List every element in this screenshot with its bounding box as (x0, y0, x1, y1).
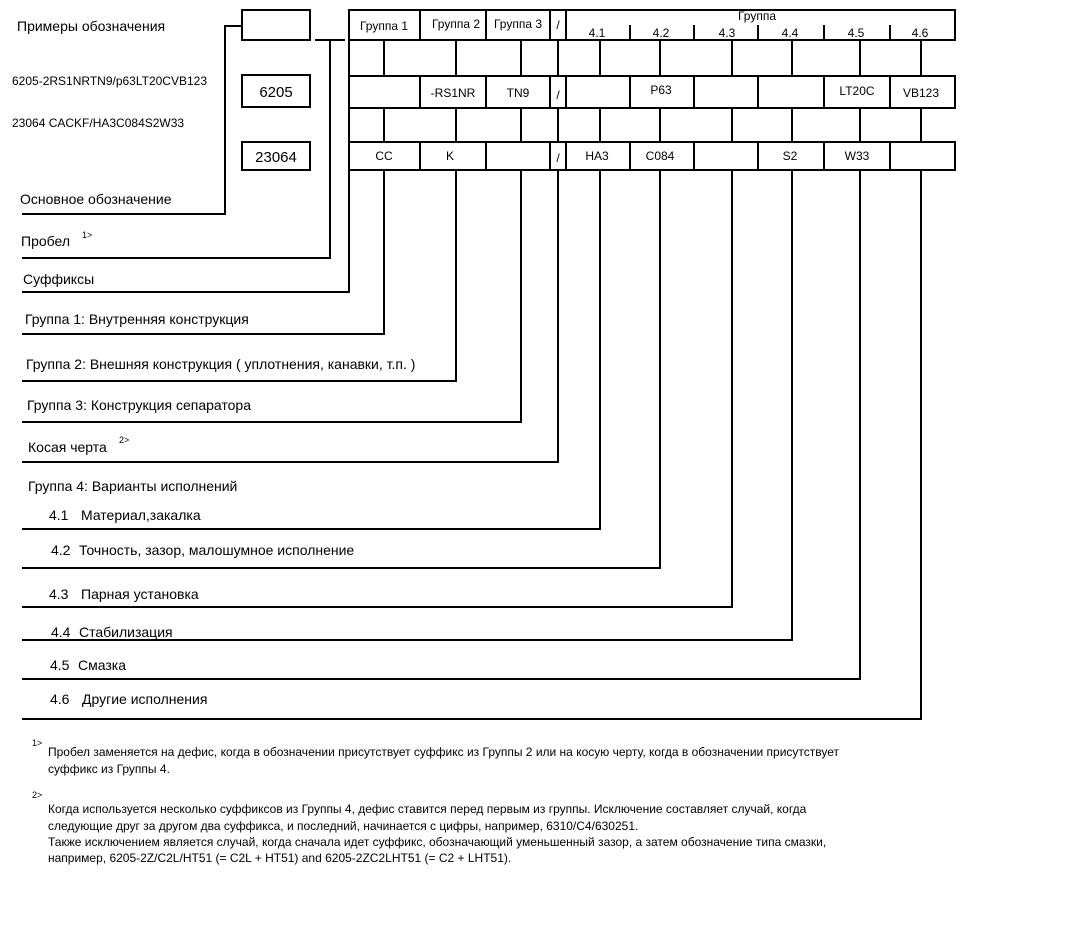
legend-g44-num: 4.4 (51, 624, 71, 640)
footnote-2-mark: 2> (32, 790, 42, 800)
legend-g45-num: 4.5 (50, 657, 70, 673)
leader-g43 (22, 170, 733, 608)
row1-group3: TN9 (507, 86, 530, 100)
row1-slash: / (556, 88, 560, 102)
header-group1: Группа 1 (360, 19, 408, 33)
row2-group2: K (446, 149, 454, 163)
row1-g46: VB123 (903, 86, 939, 100)
basic-box-2 (241, 141, 311, 171)
legend-g43: Парная установка (81, 586, 199, 602)
legend-basic: Основное обозначение (20, 191, 172, 207)
header-group4: Группа (738, 9, 776, 23)
header-group2: Группа 2 (432, 17, 480, 31)
leader-g46 (22, 170, 922, 720)
leader-suffixes (22, 40, 350, 293)
legend-g41-num: 4.1 (49, 507, 69, 523)
example-2: 23064 CACKF/HA3C084S2W33 (12, 116, 184, 130)
leader-g41 (22, 170, 601, 530)
legend-g42: Точность, зазор, малошумное исполнение (79, 542, 354, 558)
examples-title: Примеры обозначения (17, 18, 165, 34)
basic-box-header (241, 9, 311, 41)
legend-suffixes: Суффиксы (23, 271, 94, 287)
footnote-2-line3: Также исключением является случай, когда… (48, 835, 826, 849)
legend-group3: Группа 3: Конструкция сепаратора (27, 397, 251, 413)
legend-g43-num: 4.3 (49, 586, 69, 602)
leader-group3 (22, 170, 522, 423)
leader-space (22, 40, 331, 259)
basic-box-1 (241, 74, 311, 108)
footnote-2-line2: следующие друг за другом два суффикса, и… (48, 819, 638, 833)
example-1: 6205-2RS1NRTN9/р63LT20CVB123 (12, 74, 207, 88)
header-g42: 4.2 (653, 26, 670, 40)
row2-slash: / (556, 151, 560, 165)
leader-g42 (22, 170, 661, 569)
legend-group1: Группа 1: Внутренняя конструкция (25, 311, 249, 327)
footnote-1-line1: Пробел заменяется на дефис, когда в обоз… (48, 745, 840, 759)
leader-g44 (22, 170, 793, 641)
diagram-lines (22, 9, 956, 720)
legend-group2: Группа 2: Внешняя конструкция ( уплотнен… (26, 356, 415, 372)
legend-g46: Другие исполнения (82, 691, 207, 707)
header-g41: 4.1 (589, 26, 606, 40)
legend-group4: Группа 4: Варианты исполнений (28, 478, 237, 494)
header-g46: 4.6 (912, 26, 929, 40)
leader-group1 (22, 170, 385, 335)
header-row (348, 9, 956, 41)
row2-g42: C084 (646, 149, 675, 163)
row2-g44: S2 (783, 149, 798, 163)
header-group3: Группа 3 (494, 17, 542, 31)
footnote-1-mark: 1> (32, 738, 42, 748)
leader-g45 (22, 170, 861, 680)
legend-slash-note: 2> (119, 435, 129, 445)
row1-g42: P63 (650, 83, 672, 97)
row1-g45: LT20C (839, 84, 874, 98)
row1-group2: -RS1NR (431, 86, 476, 100)
legend-g44: Стабилизация (79, 624, 173, 640)
legend-g42-num: 4.2 (51, 542, 71, 558)
basic-value-1: 6205 (259, 84, 292, 101)
header-g44: 4.4 (782, 26, 799, 40)
legend-g45: Смазка (78, 657, 126, 673)
header-slash: / (556, 18, 560, 32)
leader-group2 (22, 170, 457, 382)
leader-basic (22, 25, 242, 215)
legend-space: Пробел (21, 233, 70, 249)
footnote-2-line4: например, 6205-2Z/C2L/HT51 (= C2L + HT51… (48, 851, 511, 865)
row2-g45: W33 (845, 149, 870, 163)
header-g43: 4.3 (719, 26, 736, 40)
basic-value-2: 23064 (255, 149, 297, 166)
footnote-1-line2: суффикс из Группы 4. (48, 762, 170, 776)
legend-g41: Материал,закалка (81, 507, 201, 523)
legend-slash: Косая черта (28, 439, 107, 455)
row2-g41: HA3 (585, 149, 609, 163)
legend-g46-num: 4.6 (50, 691, 70, 707)
leader-slash (22, 170, 559, 463)
header-g45: 4.5 (848, 26, 865, 40)
legend-space-note: 1> (82, 230, 92, 240)
footnote-2-line1: Когда используется несколько суффиксов и… (48, 802, 807, 816)
row2-group1: CC (375, 149, 393, 163)
